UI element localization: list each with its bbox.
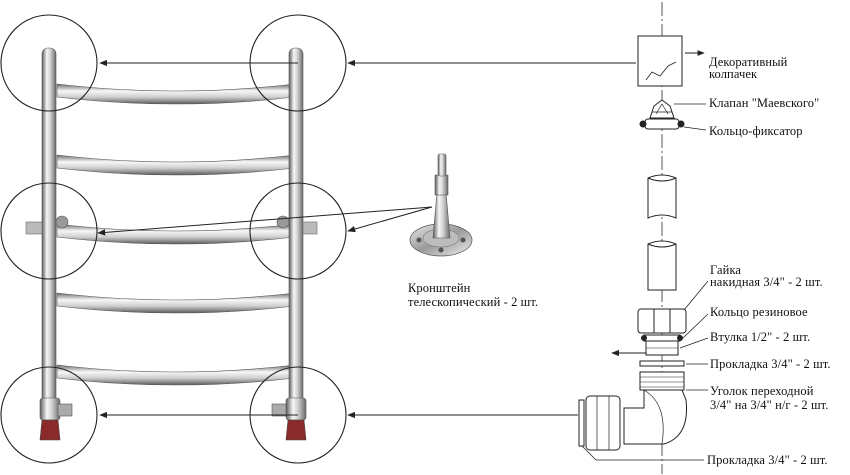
gasket-upper-part [639,360,685,367]
mayevsky-valve-part [649,99,675,119]
telescopic-bracket [409,153,473,257]
union-nut-label-line1: Гайка [710,263,742,277]
decorative-cap-label-line2: колпачек [709,67,758,81]
decorative-cap-label-line1: Декоративный [709,55,788,69]
rail-right-bottom-fitting [271,397,307,441]
rubber-ring-part [641,334,683,342]
decorative-cap [637,35,683,87]
left-upright [41,47,57,427]
adapter-elbow-label-line1: Уголок переходной [710,384,814,398]
gasket-lower-label: Прокладка 3/4" - 2 шт. [707,453,828,467]
retaining-ring-label: Кольцо-фиксатор [709,124,803,138]
union-nut-part [637,308,687,334]
callout-circle-bottom-left [0,366,98,464]
rail-left-bracket [25,215,69,235]
mayevsky-valve-label: Клапан "Маевского" [709,96,820,110]
rail-left-bottom-fitting [39,397,73,441]
callout-circle-mid-left [0,182,98,280]
callout-circle-top-left [0,14,98,112]
gasket-upper-label: Прокладка 3/4" - 2 шт. [710,357,831,371]
adapter-elbow-label-line2: 3/4" на 3/4" н/г - 2 шт. [710,398,829,412]
adapter-elbow-part [578,371,688,451]
right-upright [288,47,304,427]
bushing-label: Втулка 1/2" - 2 шт. [710,330,811,344]
rubber-ring-label: Кольцо резиновое [710,305,808,319]
bracket-label-line2: телескопический - 2 шт. [408,295,539,309]
callout-arrows [97,59,658,419]
union-nut-label-line2: накидная 3/4" - 2 шт. [710,275,823,289]
retaining-ring-part [639,118,685,130]
rail-rungs [56,83,296,386]
bushing-part [645,340,679,356]
pipe-section [647,174,677,291]
rail-right-bracket [276,215,318,235]
callout-circle-mid-right [249,182,347,280]
bracket-label-line1: Кронштейн [408,281,471,295]
